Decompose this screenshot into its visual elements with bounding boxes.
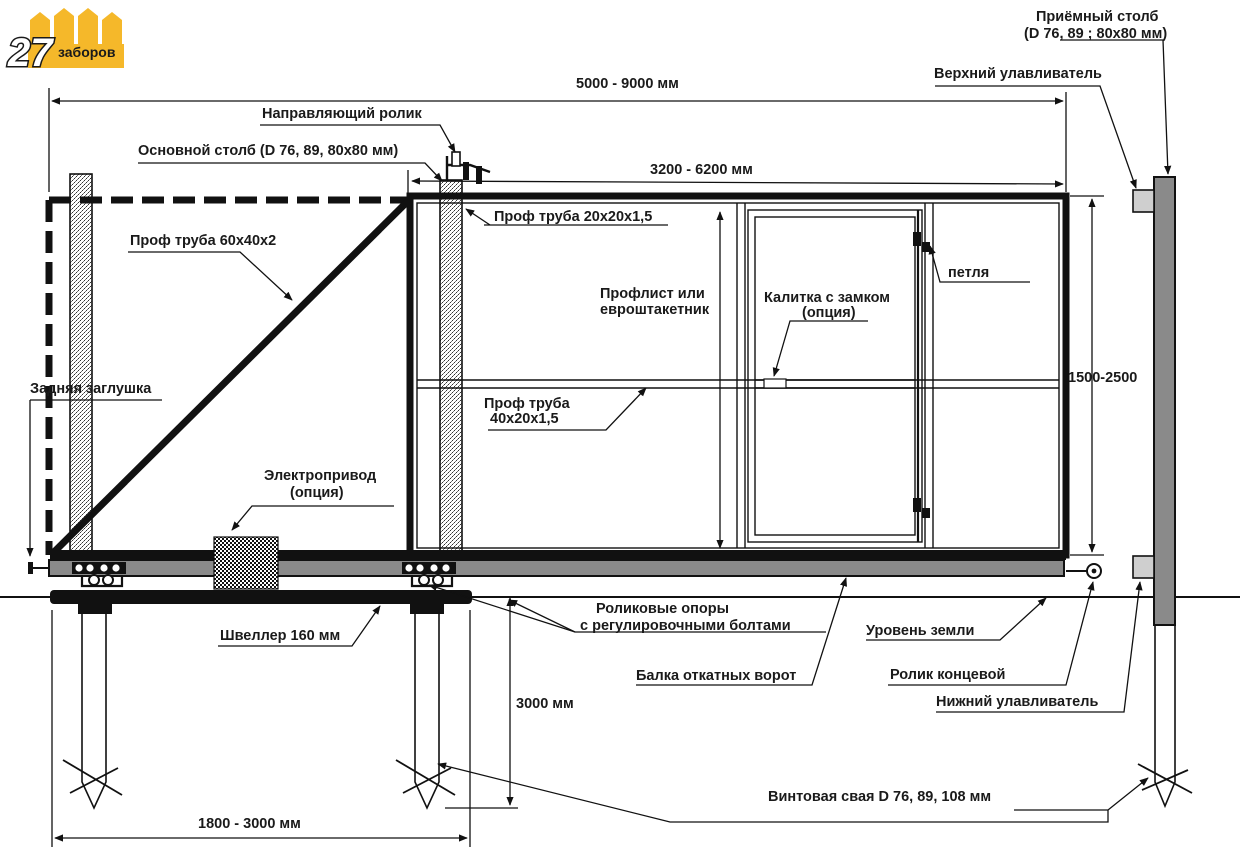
leaf-outer-frame xyxy=(406,192,1070,559)
label-end-roller: Ролик концевой xyxy=(890,667,1005,683)
label-pile-depth: 3000 мм xyxy=(516,696,574,712)
label-roller-supports-line1: Роликовые опоры xyxy=(596,601,729,617)
screw-pile-left xyxy=(62,611,123,810)
lower-catcher xyxy=(1132,555,1155,579)
label-roller-supports-line2: с регулировочными болтами xyxy=(580,618,791,634)
logo-word: заборов xyxy=(58,44,116,60)
label-drive-line2: (опция) xyxy=(290,485,344,501)
gate-leaf xyxy=(406,192,1070,559)
label-lower-catcher: Нижний улавливатель xyxy=(936,694,1098,710)
hinge-top xyxy=(913,232,921,246)
diagonal-brace xyxy=(49,196,413,557)
end-roller xyxy=(1066,563,1102,579)
receiving-post xyxy=(1153,176,1176,626)
screw-pile-right xyxy=(1137,623,1193,809)
label-pipe-40x20-line2: 40x20x1,5 xyxy=(490,411,559,427)
label-screw-pile: Винтовая свая D 76, 89, 108 мм xyxy=(768,789,991,805)
label-drive-line1: Электропривод xyxy=(264,468,376,484)
channel-cap-left xyxy=(78,600,112,614)
wicket-frame xyxy=(747,209,923,543)
dimension-lines xyxy=(26,88,1104,847)
label-receiving-post: Приёмный столб xyxy=(1036,9,1159,25)
label-sheet-line1: Профлист или xyxy=(600,286,705,302)
label-leaf-length: 3200 - 6200 мм xyxy=(650,162,753,178)
label-guide-roller: Направляющий ролик xyxy=(262,106,423,122)
label-pipe-60x40: Проф труба 60x40x2 xyxy=(130,233,276,249)
label-wicket-line2: (опция) xyxy=(802,305,856,321)
screw-pile-middle xyxy=(395,611,456,810)
leaf-bottom-bar xyxy=(50,550,1066,560)
label-receiving-post-spec: (D 76, 89 ; 80x80 мм) xyxy=(1024,26,1167,42)
label-height: 1500-2500 xyxy=(1068,370,1137,386)
label-overall-length: 5000 - 9000 мм xyxy=(576,76,679,92)
label-ground-level: Уровень земли xyxy=(866,623,974,639)
label-base-length: 1800 - 3000 мм xyxy=(198,816,301,832)
logo: 27 заборов xyxy=(6,8,124,77)
electric-drive-box xyxy=(213,536,279,590)
main-post-left xyxy=(69,173,93,553)
main-post-right xyxy=(439,179,463,553)
label-upper-catcher: Верхний улавливатель xyxy=(934,66,1102,82)
channel-cap-middle xyxy=(410,600,444,614)
label-hinge: петля xyxy=(948,265,989,281)
label-sheet-line2: евроштакетник xyxy=(600,302,710,318)
label-pipe-40x20-line1: Проф труба xyxy=(484,396,571,412)
hinge-bottom xyxy=(913,498,921,512)
label-channel: Швеллер 160 мм xyxy=(220,628,340,644)
label-pipe-20x20: Проф труба 20x20x1,5 xyxy=(494,209,652,225)
guide-roller xyxy=(445,151,491,184)
leaf-inner-frame xyxy=(416,202,1060,549)
label-main-post: Основной столб (D 76, 89, 80x80 мм) xyxy=(138,143,398,159)
roller-support-left xyxy=(72,562,126,588)
sliding-gate-beam xyxy=(48,559,1065,577)
label-rear-cap: Задняя заглушка xyxy=(30,381,152,397)
upper-catcher xyxy=(1132,189,1155,213)
logo-number: 27 xyxy=(7,31,54,75)
leader-lines xyxy=(30,39,1172,823)
logo-fence-icon xyxy=(28,8,124,68)
label-wicket-line1: Калитка с замком xyxy=(764,290,890,306)
channel-160 xyxy=(50,590,472,604)
wicket-lock xyxy=(763,378,787,389)
roller-support-right xyxy=(402,562,456,588)
label-beam: Балка откатных ворот xyxy=(636,668,796,684)
